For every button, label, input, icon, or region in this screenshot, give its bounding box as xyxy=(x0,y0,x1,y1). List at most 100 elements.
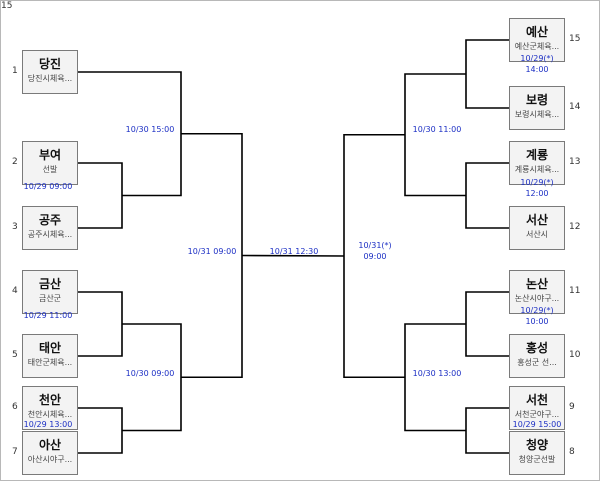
seed-number-boryeong: 14 xyxy=(569,102,581,112)
team-name: 부여 xyxy=(38,148,62,162)
seed-number-cheonan: 6 xyxy=(12,402,18,412)
team-affiliation: 선발 xyxy=(42,165,58,174)
team-name: 천안 xyxy=(38,393,62,407)
team-affiliation: 금산군 xyxy=(38,294,62,303)
match-time-line: 10/30 13:00 xyxy=(412,369,462,378)
team-name: 계룡 xyxy=(525,148,549,162)
match-time-qf-right-top: 10/30 11:00 xyxy=(413,124,462,135)
team-affiliation: 서천군야구... xyxy=(514,410,560,419)
match-time-line: 10/29(*) xyxy=(520,306,554,315)
match-time-line: 10/31 09:00 xyxy=(187,247,237,256)
match-time-line: 10/29 11:00 xyxy=(23,311,73,320)
match-time-line: 10/29 09:00 xyxy=(23,182,73,191)
team-name: 아산 xyxy=(38,438,62,452)
connector-geumsan-taean xyxy=(78,291,123,357)
seed-number-gongju: 3 xyxy=(12,222,18,232)
team-affiliation: 예산군체육... xyxy=(514,42,560,51)
team-affiliation: 보령시체육... xyxy=(514,110,560,119)
match-time-r1-geumsan-taean: 10/29 11:00 xyxy=(24,310,73,321)
team-name: 당진 xyxy=(38,57,62,71)
match-time-line: 10/29 13:00 xyxy=(23,420,73,429)
seed-number-yesan: 15 xyxy=(569,34,581,44)
connector-gyeryong-seosan xyxy=(465,162,509,229)
connector-yesan-boryeong xyxy=(465,39,509,109)
match-time-r1-cheonan-asan: 10/29 13:00 xyxy=(24,419,73,430)
seed-number-dangjin: 1 xyxy=(12,66,18,76)
match-time-r1-nonsan-hongseong: 10/29(*) 10:00 xyxy=(520,305,553,327)
match-time-line: 10/31(*) xyxy=(358,241,392,250)
team-name: 청양 xyxy=(525,438,549,452)
match-time-line: 09:00 xyxy=(363,252,387,261)
corner-label: 15 xyxy=(1,1,13,11)
team-name: 금산 xyxy=(38,277,62,291)
team-affiliation: 공주시체육... xyxy=(27,230,73,239)
match-time-qf-left-top: 10/30 15:00 xyxy=(126,124,175,135)
team-affiliation: 논산시야구... xyxy=(514,294,560,303)
seed-number-seocheon: 9 xyxy=(569,402,575,412)
match-time-sf-left: 10/31 09:00 xyxy=(188,246,237,257)
match-time-r1-gyeryong-seosan: 10/29(*) 12:00 xyxy=(520,177,553,199)
seed-number-gyeryong: 13 xyxy=(569,157,581,167)
match-time-final: 10/31 12:30 xyxy=(270,246,319,257)
seed-number-nonsan: 11 xyxy=(569,286,581,296)
connector-buyeo-gongju xyxy=(78,162,123,229)
team-name: 공주 xyxy=(38,213,62,227)
team-name: 태안 xyxy=(38,341,62,355)
connector-final xyxy=(241,254,345,257)
match-time-line: 10/29(*) xyxy=(520,54,554,63)
match-time-line: 10/31 12:30 xyxy=(269,247,319,256)
seed-number-cheongyang: 8 xyxy=(569,447,575,457)
match-time-line: 10/30 15:00 xyxy=(125,125,175,134)
team-affiliation: 청양군선발 xyxy=(518,455,556,464)
match-time-line: 10/29(*) xyxy=(520,178,554,187)
seed-number-buyeo: 2 xyxy=(12,157,18,167)
team-affiliation: 태안군체육... xyxy=(27,358,73,367)
match-time-r1-yesan-boryeong: 10/29(*) 14:00 xyxy=(520,53,553,75)
team-name: 서산 xyxy=(525,213,549,227)
match-time-line: 10:00 xyxy=(525,317,549,326)
match-time-line: 10/30 11:00 xyxy=(412,125,462,134)
match-time-line: 10/30 09:00 xyxy=(125,369,175,378)
team-affiliation: 아산시야구... xyxy=(27,455,73,464)
match-time-qf-right-bottom: 10/30 13:00 xyxy=(413,368,462,379)
team-name: 논산 xyxy=(525,277,549,291)
match-time-sf-right: 10/31(*) 09:00 xyxy=(358,240,391,262)
match-time-line: 14:00 xyxy=(525,65,549,74)
team-name: 예산 xyxy=(525,25,549,39)
match-time-line: 10/29 15:00 xyxy=(512,420,562,429)
seed-number-seosan: 12 xyxy=(569,222,581,232)
team-name: 보령 xyxy=(525,93,549,107)
connector-nonsan-hongseong xyxy=(465,291,509,357)
seed-number-taean: 5 xyxy=(12,350,18,360)
match-time-r1-seocheon-cheongyang: 10/29 15:00 xyxy=(513,419,562,430)
match-time-r1-buyeo-gongju: 10/29 09:00 xyxy=(24,181,73,192)
seed-number-asan: 7 xyxy=(12,447,18,457)
seed-number-geumsan: 4 xyxy=(12,286,18,296)
team-affiliation: 서산시 xyxy=(525,230,549,239)
team-name: 홍성 xyxy=(525,341,549,355)
team-affiliation: 홍성군 선... xyxy=(517,358,557,367)
team-affiliation: 천안시체육... xyxy=(27,410,73,419)
seed-number-hongseong: 10 xyxy=(569,350,581,360)
match-time-qf-left-bottom: 10/30 09:00 xyxy=(126,368,175,379)
connector-cheonan-asan xyxy=(78,407,123,454)
team-affiliation: 계룡시체육... xyxy=(514,165,560,174)
team-name: 서천 xyxy=(525,393,549,407)
match-time-line: 12:00 xyxy=(525,189,549,198)
